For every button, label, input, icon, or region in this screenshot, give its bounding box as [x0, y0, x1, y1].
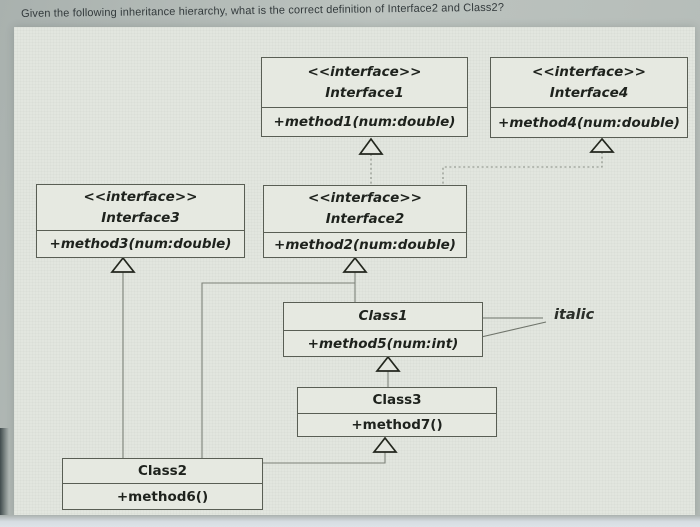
name-compartment: Class2 — [63, 459, 262, 483]
connector-class2-to-interface2 — [201, 282, 355, 458]
uml-box-interface1: <<interface>> Interface1 +method1(num:do… — [261, 57, 468, 137]
name-compartment: <<interface>> Interface2 — [264, 186, 466, 232]
interface2-method: +method2(num:double) — [264, 232, 466, 257]
interface2-name: Interface2 — [325, 211, 405, 227]
stereotype-label: <<interface>> — [307, 63, 422, 80]
stereotype-label: <<interface>> — [308, 190, 422, 206]
generalization-arrowhead-interface2 — [342, 256, 368, 273]
italic-annotation-label: italic — [554, 307, 595, 323]
generalization-arrowhead-interface3 — [110, 256, 136, 273]
class1-name: Class1 — [358, 308, 408, 324]
interface1-method: +method1(num:double) — [262, 107, 467, 136]
stereotype-label: <<interface>> — [83, 188, 198, 205]
name-compartment: Class3 — [298, 388, 496, 413]
class3-method: +method7() — [298, 413, 496, 436]
interface3-method: +method3(num:double) — [37, 230, 244, 257]
interface1-name: Interface1 — [325, 84, 404, 101]
name-compartment: <<interface>> Interface3 — [37, 185, 244, 230]
connector-class2-to-class3 — [263, 452, 386, 464]
stereotype-label: <<interface>> — [532, 63, 646, 80]
uml-box-class3: Class3 +method7() — [297, 387, 497, 437]
uml-box-class2: Class2 +method6() — [62, 458, 263, 510]
name-compartment: Class1 — [284, 303, 482, 330]
class2-method: +method6() — [63, 483, 262, 509]
generalization-arrowhead-class1 — [375, 355, 401, 372]
class1-method: +method5(num:int) — [284, 330, 482, 356]
class3-name: Class3 — [372, 392, 422, 408]
name-compartment: <<interface>> Interface4 — [491, 58, 687, 107]
name-compartment: <<interface>> Interface1 — [262, 58, 467, 107]
interface4-method: +method4(num:double) — [491, 107, 687, 137]
uml-box-class1: Class1 +method5(num:int) — [283, 302, 483, 357]
generalization-arrowhead-class3 — [372, 436, 398, 453]
uml-box-interface4: <<interface>> Interface4 +method4(num:do… — [490, 57, 688, 138]
generalization-arrowhead-interface4 — [589, 137, 615, 153]
interface4-name: Interface4 — [549, 84, 629, 101]
uml-box-interface3: <<interface>> Interface3 +method3(num:do… — [36, 184, 245, 258]
uml-box-interface2: <<interface>> Interface2 +method2(num:do… — [263, 185, 467, 258]
connector-interface2-to-interface4 — [442, 152, 603, 185]
photo-edge-shadow — [0, 428, 9, 527]
interface3-name: Interface3 — [101, 209, 180, 226]
class2-name: Class2 — [137, 462, 188, 479]
photo-bottom-edge — [0, 515, 700, 527]
generalization-arrowhead-interface1 — [358, 137, 384, 155]
